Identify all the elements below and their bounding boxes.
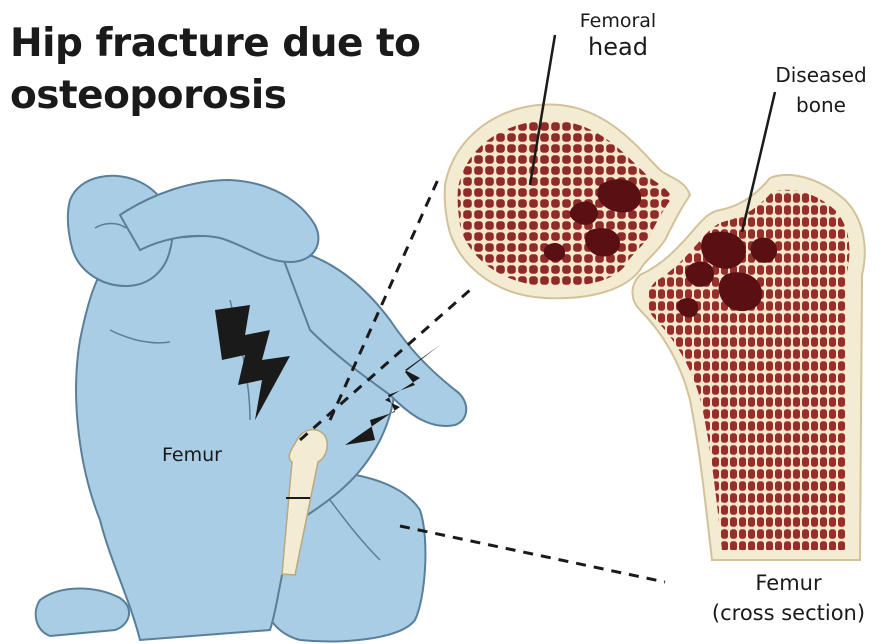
diseased-bone-label-line-2: bone xyxy=(756,90,886,120)
title-line-1: Hip fracture due to xyxy=(10,18,420,70)
femur-cross-section-label: Femur (cross section) xyxy=(686,568,891,628)
femoral-head-label-line-1: Femoral xyxy=(558,8,678,34)
femur-label: Femur xyxy=(160,444,224,466)
femoral-head-label-line-2: head xyxy=(558,34,678,60)
femur-cross-section-label-line-2: (cross section) xyxy=(686,598,891,628)
title-line-2: osteoporosis xyxy=(10,70,420,122)
person-figure xyxy=(36,176,467,642)
person-hand xyxy=(36,588,129,636)
femoral-head-label: Femoral head xyxy=(558,8,678,60)
diseased-bone-label-line-1: Diseased xyxy=(756,60,886,90)
femur-cross-section-label-line-1: Femur xyxy=(686,568,891,598)
page-title: Hip fracture due to osteoporosis xyxy=(10,18,420,122)
diseased-bone-label: Diseased bone xyxy=(756,60,886,120)
